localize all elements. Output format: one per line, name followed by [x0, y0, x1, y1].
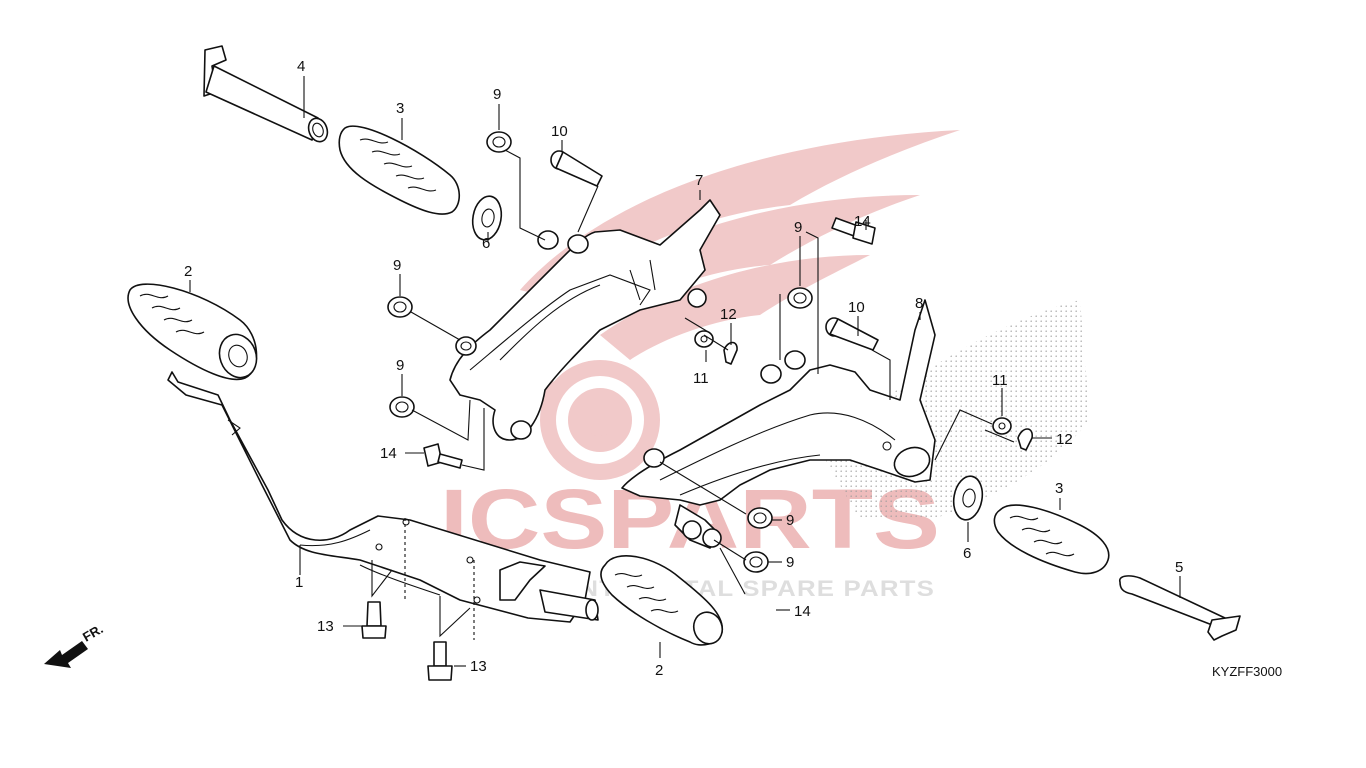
part-8-bracket [621, 299, 936, 549]
part-9-bushing-c [389, 396, 415, 418]
callout-label: 7 [695, 172, 703, 189]
callout-label: 13 [317, 618, 334, 635]
callout-label: 9 [396, 357, 404, 374]
part-13-bolt-left [361, 601, 387, 639]
callout-label: 9 [794, 219, 802, 236]
part-7-bracket [449, 199, 721, 441]
callout-label: 13 [470, 658, 487, 675]
callout-label: 11 [693, 370, 709, 387]
part-10-pin-upper [550, 150, 603, 187]
part-14-bolt-left [423, 443, 463, 469]
part-4-pin [203, 45, 329, 143]
part-6-washer-right [952, 475, 984, 521]
part-13-bolt-bottom [427, 641, 453, 681]
callout-label: 9 [786, 512, 794, 529]
part-11-washer-upper [694, 330, 714, 348]
part-3-footpeg-rubber-upper [338, 125, 461, 215]
part-11-washer-right [992, 417, 1012, 435]
part-9-bushing-b [387, 296, 413, 318]
callout-label: 9 [786, 554, 794, 571]
callout-label: 12 [1056, 431, 1073, 448]
part-9-bushing-a [486, 131, 512, 153]
part-2-footpeg-rubber-left [127, 283, 258, 381]
part-3-footpeg-rubber-right [993, 504, 1110, 575]
callout-label: 2 [655, 662, 663, 679]
front-arrow-icon [44, 641, 88, 668]
callout-label: 11 [992, 372, 1008, 389]
watermark-gear-logo [540, 360, 660, 480]
part-12-cotter-pin-upper [723, 341, 738, 365]
callout-label: 6 [963, 545, 971, 562]
callout-label: 14 [794, 603, 811, 620]
part-5-stay [1118, 575, 1241, 641]
callout-label: 8 [915, 295, 923, 312]
part-12-cotter-pin-right [1017, 428, 1033, 451]
front-direction-indicator: FR. [44, 621, 106, 668]
callout-label: 9 [493, 86, 501, 103]
callout-label: 12 [720, 306, 737, 323]
callout-label: 3 [396, 100, 404, 117]
callout-label: 2 [184, 263, 192, 280]
part-9-bushing-d [787, 287, 813, 309]
part-9-bushing-e [747, 507, 773, 529]
front-label: FR. [80, 621, 106, 644]
callout-label: 1 [295, 574, 303, 591]
callout-label: 10 [551, 123, 568, 140]
callout-label: 6 [482, 235, 490, 252]
part-10-pin-right [825, 317, 879, 351]
leader-lines [189, 76, 1181, 667]
callout-label: 5 [1175, 559, 1183, 576]
callout-labels: 4 3 9 10 7 6 2 9 9 14 11 12 1 13 13 2 14… [184, 58, 1183, 679]
part-14-bolt-upper-right [831, 217, 876, 245]
callout-label: 14 [854, 213, 871, 230]
part-6-washer-upper [471, 195, 503, 241]
callout-label: 10 [848, 299, 865, 316]
diagram-code: KYZFF3000 [1212, 664, 1282, 679]
callout-label: 4 [297, 58, 305, 75]
part-1-footrest-bar [167, 371, 599, 623]
part-9-bushing-f [743, 551, 769, 573]
callout-label: 14 [380, 445, 397, 462]
callout-label: 3 [1055, 480, 1063, 497]
callout-label: 9 [393, 257, 401, 274]
part-2-footpeg-rubber-lower [600, 555, 724, 646]
